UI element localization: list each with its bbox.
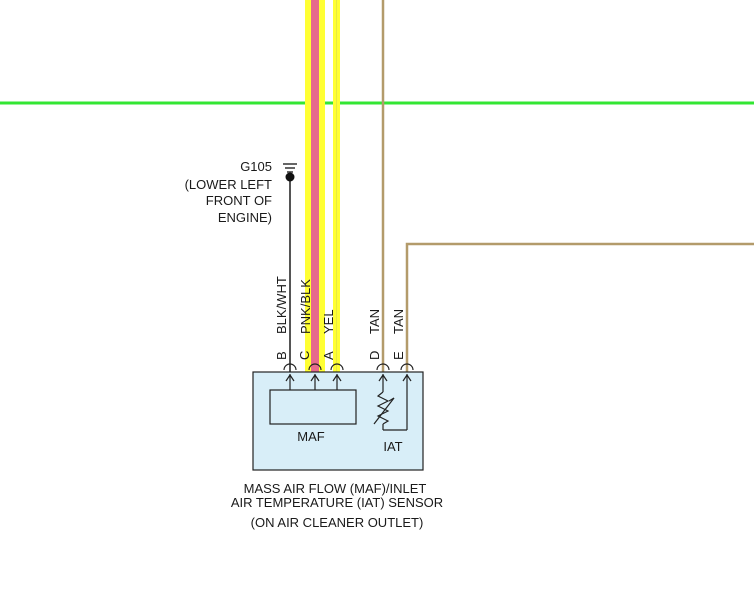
ground-id-label: G105: [240, 159, 272, 174]
connector-terminals: [283, 363, 414, 371]
iat-thermistor-icon: [373, 374, 408, 431]
wire-label-tan-e: TAN: [391, 309, 406, 334]
pin-label-a: A: [321, 351, 336, 360]
wire-label-yel: YEL: [321, 309, 336, 334]
pin-label-e: E: [391, 351, 406, 360]
maf-element-box: [269, 389, 357, 425]
pin-label-d: D: [367, 351, 382, 360]
wire-label-pnk-blk: PNK/BLK: [298, 279, 313, 334]
wire-label-blk-wht: BLK/WHT: [274, 276, 289, 334]
sensor-title-line-1: MASS AIR FLOW (MAF)/INLET: [244, 481, 427, 496]
ground-location-line-1: (LOWER LEFT: [185, 177, 272, 192]
maf-leads: [289, 374, 338, 390]
iat-label: IAT: [383, 439, 402, 454]
pin-label-c: C: [297, 351, 312, 360]
ground-location-line-2: FRONT OF: [206, 193, 272, 208]
wire-e-tan: [405, 242, 754, 372]
ground-symbol-icon: [283, 163, 297, 182]
sensor-location: (ON AIR CLEANER OUTLET): [251, 515, 424, 530]
wire-label-tan-d: TAN: [367, 309, 382, 334]
wire-c-pnk-blk: [311, 0, 319, 372]
pin-label-b: B: [274, 351, 289, 360]
maf-label: MAF: [297, 429, 325, 444]
ground-location-line-3: ENGINE): [218, 210, 272, 225]
sensor-title-line-2: AIR TEMPERATURE (IAT) SENSOR: [231, 495, 443, 510]
